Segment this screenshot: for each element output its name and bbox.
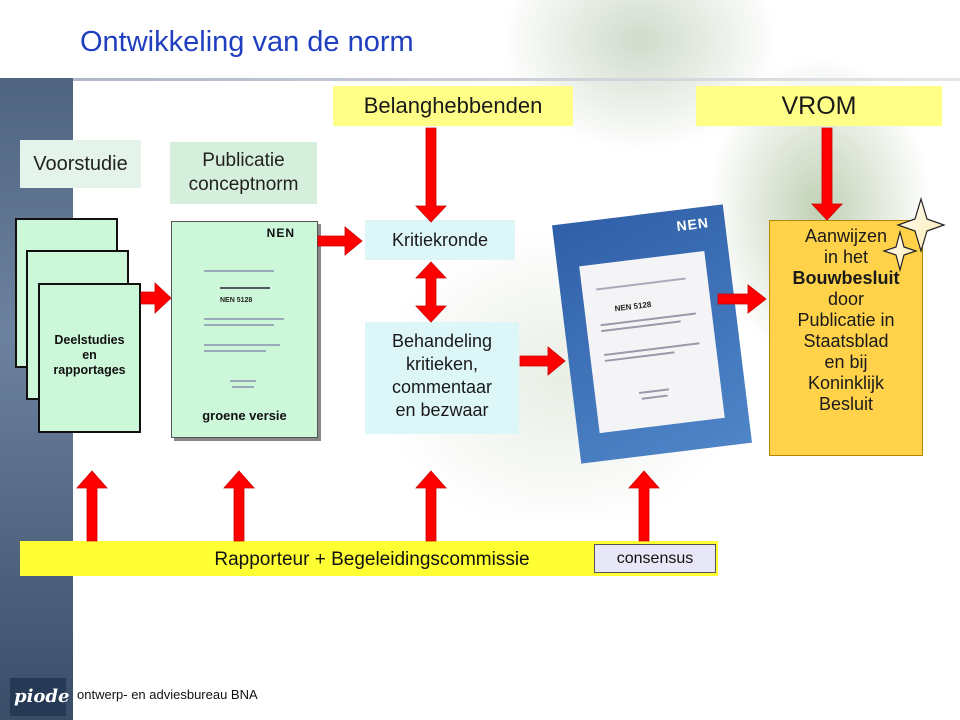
behandeling-line3: commentaar [391, 377, 493, 397]
consensus-box: consensus [594, 544, 716, 573]
doc-text-line [232, 386, 254, 388]
deelstudies-sheet: Deelstudies en rapportages [38, 283, 141, 433]
aanwijzen-line7: en bij [824, 352, 868, 372]
doc-text-line [204, 270, 274, 272]
title-divider [73, 78, 960, 81]
arrow-vrom-to-aanwijzen [811, 127, 843, 221]
doc-code: NEN 5128 [220, 297, 253, 304]
doc-text-line [204, 350, 266, 352]
deelstudies-line1: Deelstudies [54, 333, 125, 347]
sparkle-star-icon [882, 229, 918, 273]
aanwijzen-line1: Aanwijzen [804, 226, 888, 246]
voorstudie-header: Voorstudie [20, 140, 141, 188]
arrow-behandeling-to-final [519, 346, 566, 376]
behandeling-line1: Behandeling [391, 331, 493, 351]
rapporteur-label: Rapporteur + Begeleidingscommissie [214, 549, 530, 570]
aanwijzen-line4: door [827, 289, 865, 309]
arrow-concept-to-kritiek [317, 226, 363, 256]
behandeling-line2: kritieken, [405, 354, 479, 374]
behandeling-box: Behandeling kritieken, commentaar en bez… [365, 322, 519, 434]
sparkle-star-icon [896, 196, 946, 254]
doc-text-line [204, 344, 280, 346]
slide-title: Ontwikkeling van de norm [80, 26, 414, 58]
arrow-final-to-aanwijzen [717, 284, 767, 314]
footer-text: ontwerp- en adviesbureau BNA [77, 687, 258, 702]
vrom-header: VROM [696, 86, 942, 126]
deelstudies-line2: en [82, 348, 97, 362]
nen-logo: NEN [266, 226, 295, 240]
doc-text-line [204, 324, 274, 326]
behandeling-line4: en bezwaar [395, 400, 489, 420]
kritiekronde-box: Kritiekronde [365, 220, 515, 260]
deelstudies-line3: rapportages [53, 363, 126, 377]
aanwijzen-line5: Publicatie in [797, 310, 895, 330]
aanwijzen-line6: Staatsblad [803, 331, 889, 351]
logo-text: piode [14, 686, 70, 707]
aanwijzen-line3: Bouwbesluit [792, 268, 900, 288]
arrow-up-4 [628, 470, 660, 542]
doc-text-line [230, 380, 256, 382]
doc-text-line [204, 318, 284, 320]
arrow-belang-to-kritiek [415, 127, 447, 223]
rapporteur-bar: Rapporteur + Begeleidingscommissie conse… [20, 541, 718, 576]
arrow-up-2 [223, 470, 255, 542]
publicatie-conceptnorm-header: Publicatie conceptnorm [170, 142, 317, 204]
aanwijzen-line9: Besluit [818, 394, 874, 414]
aanwijzen-line8: Koninklijk [807, 373, 885, 393]
aanwijzen-box: Aanwijzen in het Bouwbesluit door Public… [769, 220, 923, 456]
piode-logo: piode [10, 678, 70, 716]
green-concept-document: NEN NEN 5128 groene versie [171, 221, 318, 438]
arrow-up-1 [76, 470, 108, 542]
belanghebbenden-header: Belanghebbenden [333, 86, 573, 126]
groene-versie-label: groene versie [202, 408, 287, 423]
arrow-up-3 [415, 470, 447, 542]
aanwijzen-line2: in het [823, 247, 869, 267]
arrow-report-to-concept [140, 282, 172, 314]
doc-text-line [220, 287, 270, 289]
arrow-kritiek-behandeling [415, 261, 447, 323]
